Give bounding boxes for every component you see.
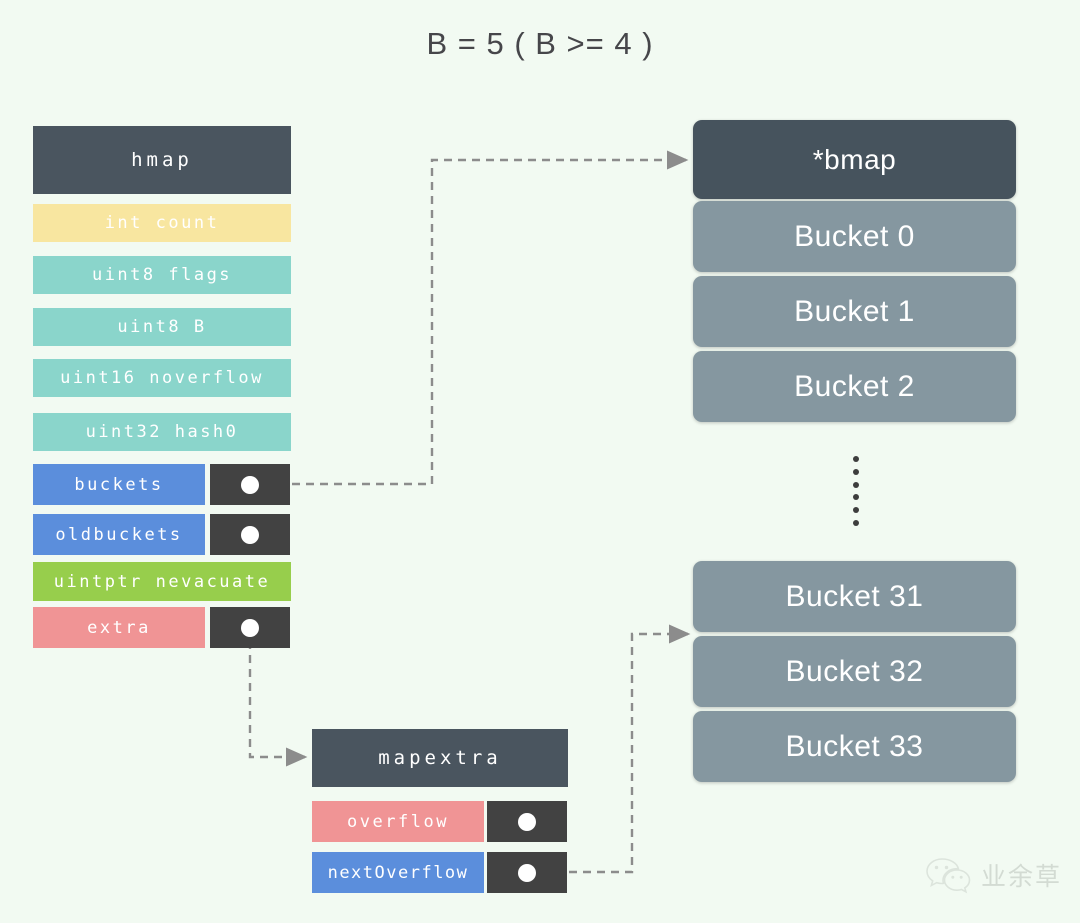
hmap-field-uint8-flags: uint8 flags (33, 256, 291, 294)
bucket-31: Bucket 31 (693, 561, 1016, 632)
hmap-header: hmap (33, 126, 291, 194)
mapextra-header: mapextra (312, 729, 568, 787)
hmap-field-uintptr-nevacuate: uintptr nevacuate (33, 562, 291, 601)
bucket-1: Bucket 1 (693, 276, 1016, 347)
wechat-icon (926, 858, 971, 894)
bucket-32: Bucket 32 (693, 636, 1016, 707)
hmap-field-extra: extra (33, 607, 205, 648)
hmap-field-uint8-b: uint8 B (33, 308, 291, 346)
bucket-33: Bucket 33 (693, 711, 1016, 782)
mapextra-field-overflow: overflow (312, 801, 484, 842)
watermark-text: 业余草 (980, 862, 1062, 891)
pointer-dot-icon (518, 812, 536, 831)
watermark: 业余草 (925, 855, 1062, 895)
pointer-dot-icon (518, 863, 536, 882)
hmap-oldbuckets-pointer-cell[interactable] (210, 514, 290, 555)
bmap-header: *bmap (693, 120, 1016, 199)
page-title: B = 5 ( B >= 4 ) (426, 26, 654, 61)
mapextra-field-nextoverflow: nextOverflow (312, 852, 484, 893)
hmap-field-buckets: buckets (33, 464, 205, 505)
bucket-0: Bucket 0 (693, 201, 1016, 272)
hmap-field-uint32-hash0: uint32 hash0 (33, 413, 291, 451)
pointer-dot-icon (241, 525, 259, 544)
pointer-dot-icon (241, 475, 259, 494)
bucket-ellipsis-icon (852, 456, 859, 526)
pointer-dot-icon (241, 618, 259, 637)
hmap-field-uint16-noverflow: uint16 noverflow (33, 359, 291, 397)
hmap-buckets-pointer-cell[interactable] (210, 464, 290, 505)
bucket-2: Bucket 2 (693, 351, 1016, 422)
hmap-extra-pointer-cell[interactable] (210, 607, 290, 648)
wire-buckets-to-bmap (250, 150, 689, 486)
hmap-field-oldbuckets: oldbuckets (33, 514, 205, 555)
hmap-field-int-count: int count (33, 204, 291, 242)
mapextra-overflow-pointer-cell[interactable] (487, 801, 567, 842)
mapextra-nextoverflow-pointer-cell[interactable] (487, 852, 567, 893)
